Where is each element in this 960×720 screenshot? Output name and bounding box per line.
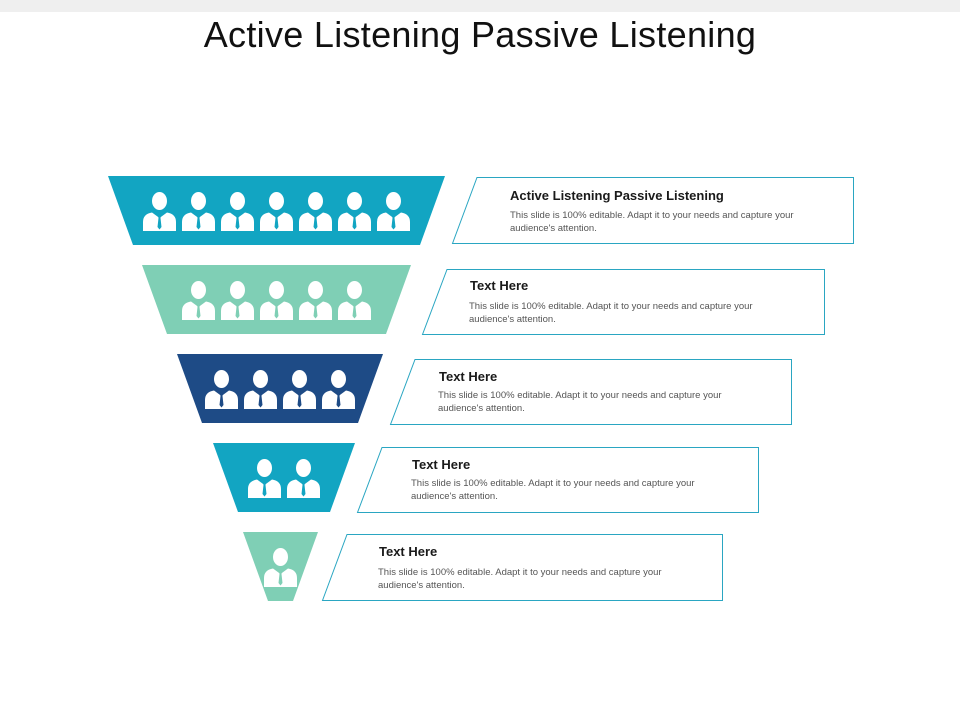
card-heading: Text Here [470,278,529,293]
text-card-1: Active Listening Passive Listening This … [451,177,854,244]
card-heading: Active Listening Passive Listening [510,188,724,203]
slide-title: Active Listening Passive Listening [203,14,757,55]
person-silhouette-icon [260,192,293,231]
people-group [243,546,318,588]
person-silhouette-icon [182,281,215,320]
card-heading: Text Here [379,544,438,559]
card-body: This slide is 100% editable. Adapt it to… [378,567,662,591]
card-heading: Text Here [412,457,471,472]
person-silhouette-icon [143,192,176,231]
top-strip [0,0,960,12]
person-silhouette-icon [338,192,371,231]
text-card-5: Text Here This slide is 100% editable. A… [321,534,723,601]
tier-shape [243,532,318,601]
person-silhouette-icon [287,459,320,498]
card-frame [451,177,854,244]
funnel-tier-5 [243,532,318,601]
card-heading: Text Here [439,369,498,384]
person-silhouette-icon [221,192,254,231]
card-body: This slide is 100% editable. Adapt it to… [510,210,794,234]
person-silhouette-icon [205,370,238,409]
person-silhouette-icon [244,370,277,409]
person-silhouette-icon [338,281,371,320]
person-silhouette-icon [377,192,410,231]
text-card-3: Text Here This slide is 100% editable. A… [389,359,792,425]
person-silhouette-icon [221,281,254,320]
card-frame [321,534,723,601]
person-silhouette-icon [264,548,297,587]
card-body: This slide is 100% editable. Adapt it to… [438,390,722,414]
funnel-tier-3 [177,354,383,423]
person-silhouette-icon [260,281,293,320]
text-card-4: Text Here This slide is 100% editable. A… [356,447,759,513]
funnel-tier-1 [108,176,445,245]
person-silhouette-icon [283,370,316,409]
person-silhouette-icon [299,281,332,320]
people-group [177,368,383,410]
people-group [108,190,445,232]
funnel-tier-2 [142,265,411,334]
text-card-2: Text Here This slide is 100% editable. A… [421,269,825,335]
card-frame [389,359,792,425]
person-silhouette-icon [182,192,215,231]
card-frame [421,269,825,335]
people-group [213,457,355,499]
card-body: This slide is 100% editable. Adapt it to… [411,478,695,502]
card-body: This slide is 100% editable. Adapt it to… [469,301,753,325]
person-silhouette-icon [322,370,355,409]
card-frame [356,447,759,513]
person-silhouette-icon [299,192,332,231]
funnel-tier-4 [213,443,355,512]
person-silhouette-icon [248,459,281,498]
people-group [142,279,411,321]
